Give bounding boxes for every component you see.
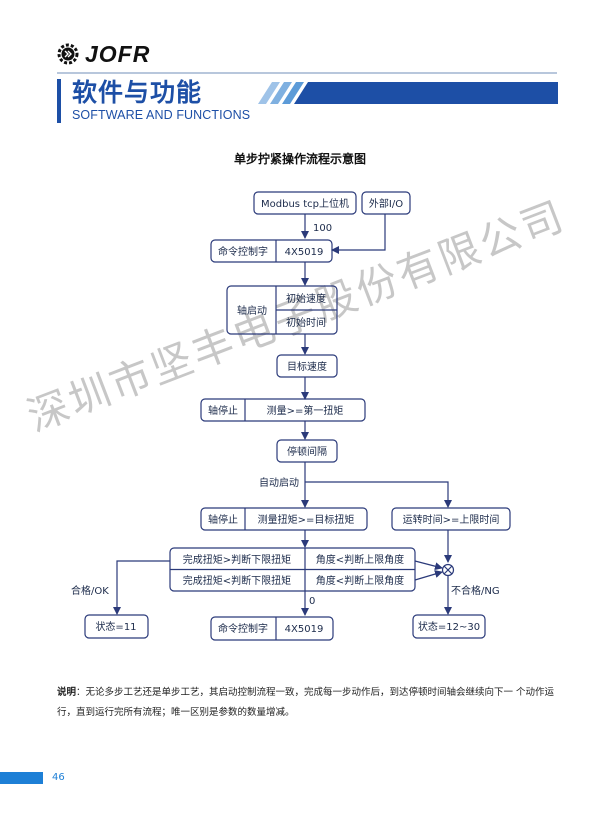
node-cmd-word-1-label: 命令控制字: [218, 245, 268, 258]
node-target-speed-label: 目标速度: [287, 360, 327, 373]
node-status-ng: [412, 614, 486, 639]
gear-logo-icon: [57, 43, 79, 65]
label-100: 100: [313, 223, 332, 234]
node-external-io-label: 外部I/O: [369, 197, 403, 210]
note-label: 说明: [57, 687, 77, 698]
angle-lt-1-label: 角度<判断上限角度: [316, 553, 404, 566]
node-measure-first-label: 测量>=第一扭矩: [267, 404, 344, 417]
header-stripes: [258, 82, 558, 104]
header-rule: [57, 72, 557, 74]
connector: [414, 560, 443, 571]
node-axis-stop-2-label: 轴停止: [208, 513, 238, 526]
node-run-time: [391, 507, 511, 531]
node-reg-1-label: 4X5019: [285, 247, 324, 258]
note-text: ：无论多步工艺还是单步工艺，其启动控制流程一致，完成每一步动作后，到达停顿时间轴…: [57, 687, 555, 718]
connector: [414, 570, 443, 581]
node-modbus: [253, 191, 357, 215]
label-ng: 不合格/NG: [451, 584, 500, 597]
diagram-title: 单步拧紧操作流程示意图: [233, 152, 366, 166]
node-init-time-label: 初始时间: [286, 316, 326, 329]
node-modbus-label: Modbus tcp上位机: [261, 197, 349, 210]
torque-lt-label: 完成扭矩<判断下限扭矩: [183, 574, 291, 587]
brand-logo: JOFR: [57, 41, 151, 67]
page-number-bar: [0, 772, 43, 784]
connector: [305, 481, 452, 508]
node-measure-target-label: 测量扭矩>=目标扭矩: [258, 513, 355, 526]
node-axis-start-label: 轴启动: [237, 304, 267, 317]
connector: [331, 214, 386, 254]
angle-lt-2-label: 角度<判断上限角度: [316, 574, 404, 587]
brand-name: JOFR: [85, 41, 151, 67]
node-status-ok-label: 状态=11: [95, 620, 136, 633]
node-pause-interval: [276, 439, 338, 463]
page-number: 46: [52, 772, 65, 783]
torque-gt-label: 完成扭矩>判断下限扭矩: [183, 553, 291, 566]
label-ok: 合格/OK: [71, 584, 109, 597]
node-external-io: [361, 191, 411, 215]
node-cmd-word-1: [210, 239, 333, 263]
node-axis-stop-2: [200, 507, 368, 531]
connector: [113, 560, 170, 615]
section-accent-bar: [57, 79, 61, 123]
node-run-time-label: 运转时间>=上限时间: [403, 513, 500, 526]
node-status-ng-label: 状态=12~30: [418, 620, 480, 633]
node-axis-stop-1: [200, 398, 366, 422]
label-auto-start: 自动启动: [259, 476, 299, 489]
node-axis-stop-1-label: 轴停止: [208, 404, 238, 417]
note-paragraph: 说明：无论多步工艺还是单步工艺，其启动控制流程一致，完成每一步动作后，到达停顿时…: [57, 683, 557, 723]
section-title: 软件与功能: [72, 78, 203, 107]
node-status-ok: [84, 614, 149, 639]
section-subtitle: SOFTWARE AND FUNCTIONS: [72, 108, 251, 122]
node-cmd-word-2-label: 命令控制字: [218, 622, 268, 635]
node-target-speed: [276, 354, 338, 378]
label-0: 0: [309, 596, 315, 607]
node-reg-2-label: 4X5019: [285, 624, 324, 635]
node-pause-interval-label: 停顿间隔: [287, 445, 327, 458]
node-cmd-word-2: [210, 616, 334, 641]
node-init-speed-label: 初始速度: [286, 292, 326, 305]
